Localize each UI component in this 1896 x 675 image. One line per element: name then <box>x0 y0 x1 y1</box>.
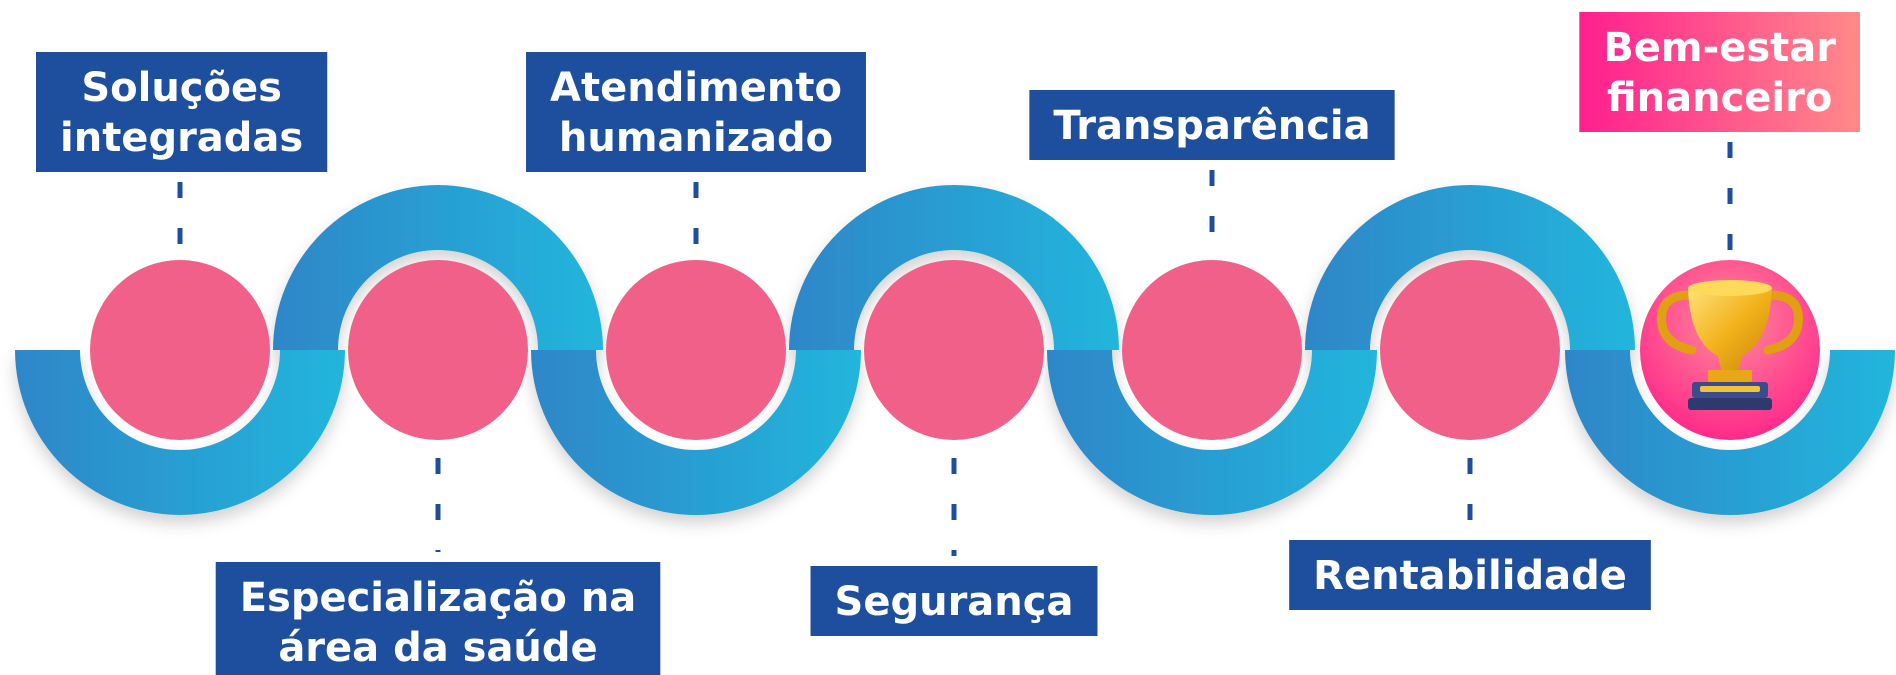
label-box <box>1289 540 1651 610</box>
step-circle <box>348 260 528 440</box>
wave-segment-2 <box>789 185 1119 350</box>
step-label-seguranca: Segurança <box>810 566 1098 636</box>
wave-segment-7 <box>1565 350 1895 515</box>
label-line-2: humanizado <box>559 115 833 161</box>
trophy-icon <box>1657 280 1803 410</box>
label-box <box>215 562 661 675</box>
wave-segment-3 <box>1305 185 1635 350</box>
label-box <box>526 52 866 172</box>
label-line-1: Rentabilidade <box>1313 553 1627 599</box>
label-line-1: Segurança <box>835 579 1074 625</box>
label-line-2: área da saúde <box>278 625 597 671</box>
step-node-rentabilidade <box>1380 260 1560 440</box>
label-line-1: Atendimento <box>550 65 842 111</box>
step-circle <box>606 260 786 440</box>
step-label-transparencia: Transparência <box>1029 90 1395 160</box>
step-node-bem-estar-financeiro <box>1640 260 1820 440</box>
wave-segment-5 <box>531 350 861 515</box>
label-box <box>1579 12 1860 132</box>
step-node-especializacao-saude <box>348 260 528 440</box>
label-line-1: Soluções <box>81 65 282 111</box>
label-box <box>810 566 1098 636</box>
label-line-1: Bem-estar <box>1603 25 1836 71</box>
step-node-solucoes-integradas <box>90 260 270 440</box>
label-line-2: integradas <box>60 115 303 161</box>
step-node-seguranca <box>864 260 1044 440</box>
wave-segment-1 <box>273 185 603 350</box>
step-circle <box>1122 260 1302 440</box>
step-label-rentabilidade: Rentabilidade <box>1289 540 1651 610</box>
step-node-atendimento-humanizado <box>606 260 786 440</box>
wave-segment-4 <box>15 350 345 515</box>
step-circle <box>864 260 1044 440</box>
label-line-2: financeiro <box>1607 75 1832 121</box>
step-circle <box>1380 260 1560 440</box>
label-box <box>1029 90 1395 160</box>
wave-segment-6 <box>1047 350 1377 515</box>
label-line-1: Especialização na <box>240 575 637 621</box>
step-circle <box>90 260 270 440</box>
step-node-transparencia <box>1122 260 1302 440</box>
label-line-1: Transparência <box>1053 103 1370 149</box>
label-box <box>36 52 328 172</box>
